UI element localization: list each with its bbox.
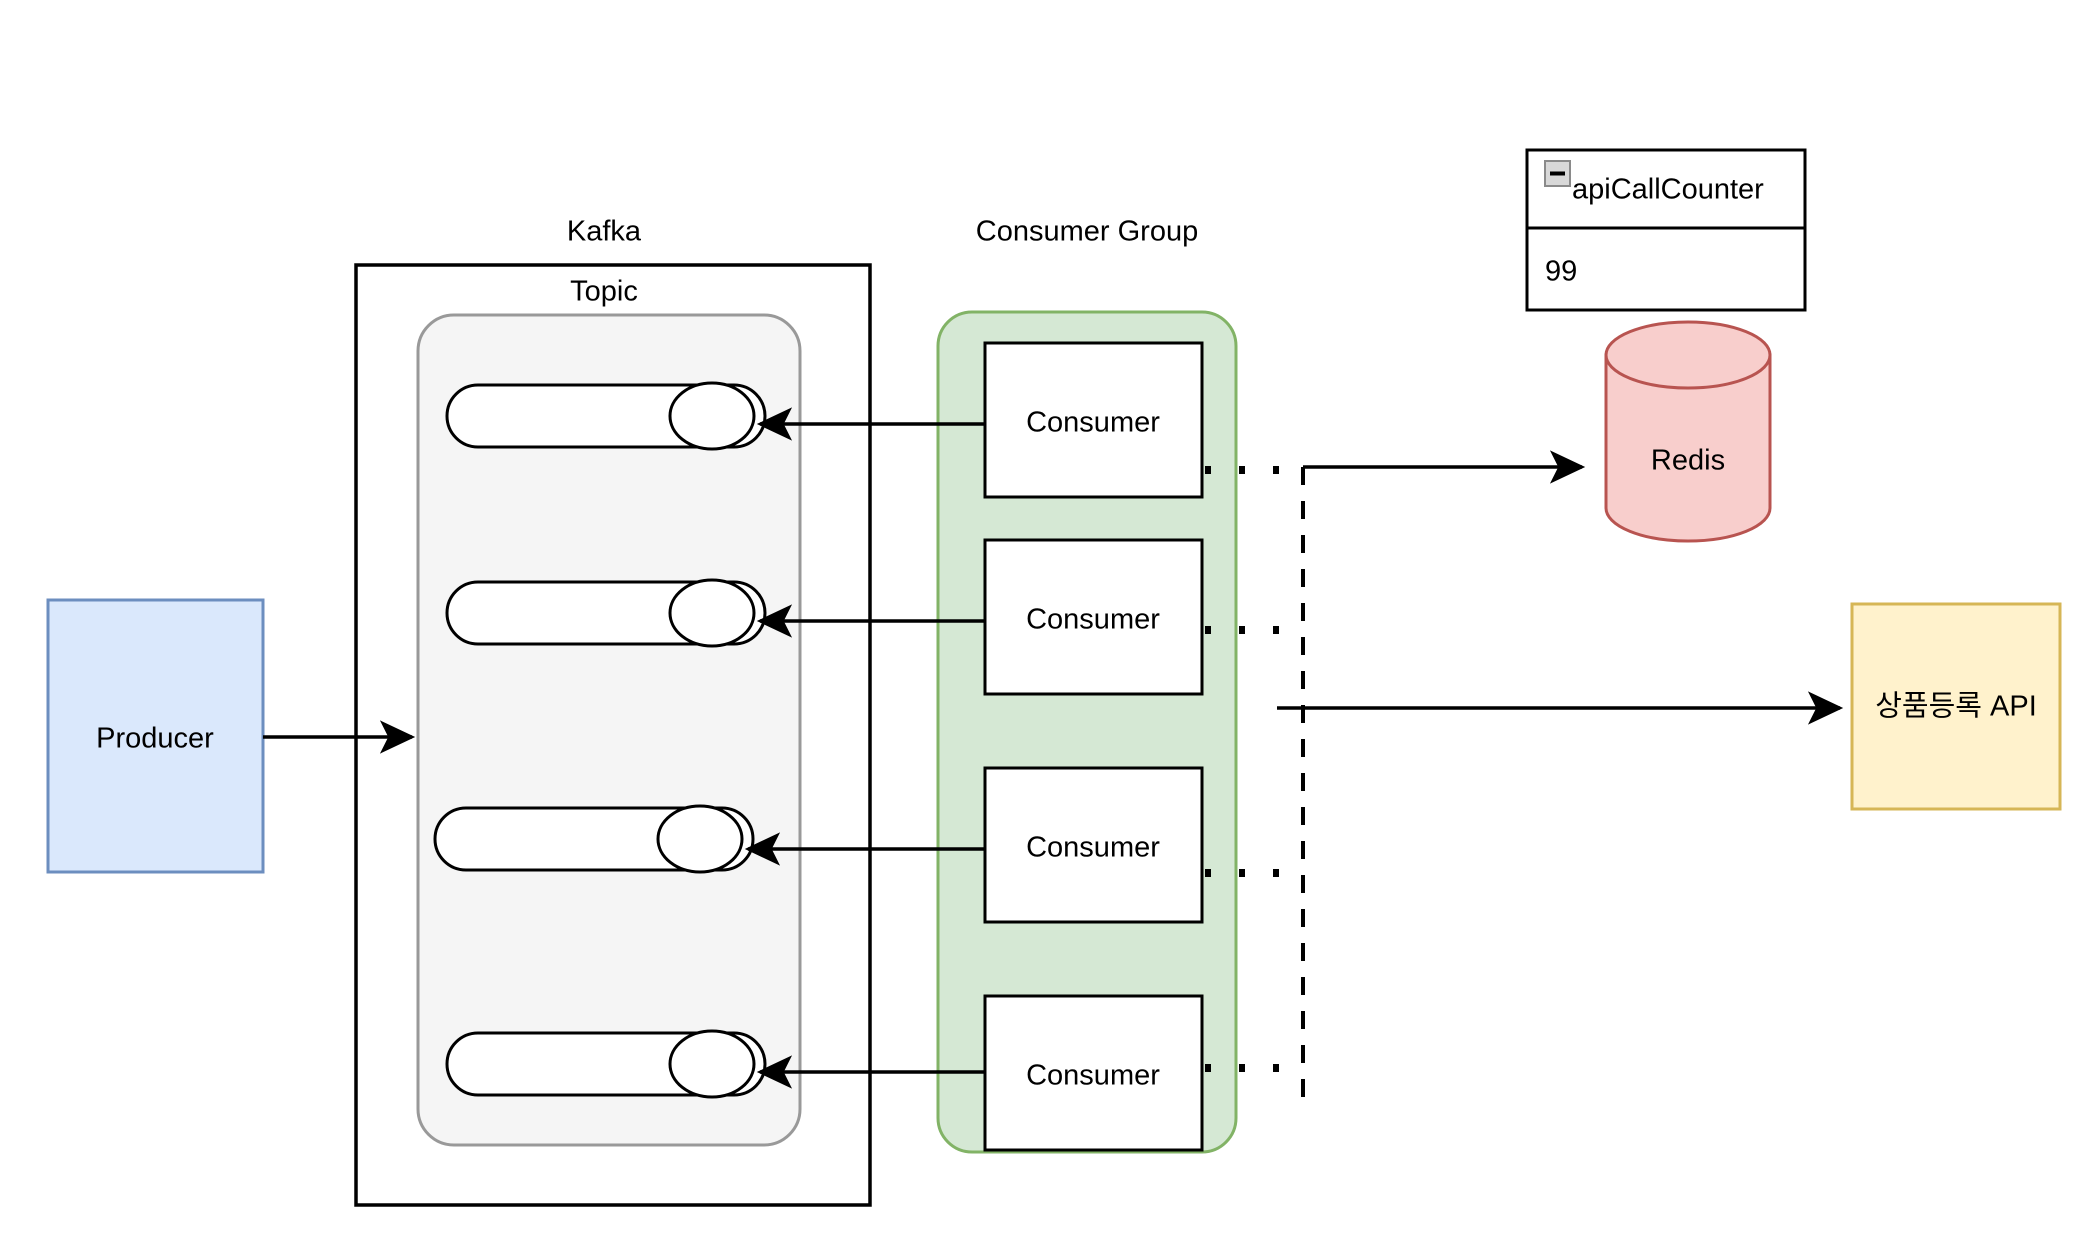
consumer-group-container: Consumer Group bbox=[936, 216, 1238, 1154]
consumer-node-4[interactable]: Consumer bbox=[983, 994, 1204, 1152]
consumer-box[interactable] bbox=[983, 994, 1204, 1152]
topic-container: Topic bbox=[416, 276, 802, 1147]
producer-node[interactable]: Producer bbox=[46, 598, 265, 874]
api-label: 상품등록 API bbox=[1875, 691, 2037, 723]
partition-head bbox=[668, 578, 756, 648]
partition-head bbox=[656, 804, 744, 874]
partition-1 bbox=[445, 381, 767, 451]
partition-4 bbox=[445, 1029, 767, 1099]
kafka-border bbox=[354, 263, 872, 1207]
counter-value: 99 bbox=[1545, 256, 1577, 288]
api-call-counter-node[interactable]: apiCallCounter 99 bbox=[1525, 148, 1807, 312]
consumer-group-border bbox=[936, 310, 1238, 1154]
consumer-box[interactable] bbox=[983, 341, 1204, 499]
redis-node[interactable]: Redis bbox=[1604, 320, 1772, 543]
consumer-node-1[interactable]: Consumer bbox=[983, 341, 1204, 499]
counter-title: apiCallCounter bbox=[1572, 174, 1764, 206]
partition-3 bbox=[433, 804, 755, 874]
consumer-box[interactable] bbox=[983, 538, 1204, 696]
topic-label: Topic bbox=[570, 276, 638, 308]
partition-head bbox=[668, 1029, 756, 1099]
minus-square-icon[interactable] bbox=[1544, 160, 1571, 187]
redis-cylinder-body[interactable] bbox=[1604, 353, 1772, 543]
consumer-node-3[interactable]: Consumer bbox=[983, 766, 1204, 924]
api-node[interactable]: 상품등록 API bbox=[1850, 602, 2062, 811]
consumer-node-2[interactable]: Consumer bbox=[983, 538, 1204, 696]
partition-2 bbox=[445, 578, 767, 648]
kafka-label: Kafka bbox=[567, 216, 642, 248]
topic-border bbox=[416, 313, 802, 1147]
consumer-label: Consumer bbox=[1026, 604, 1160, 636]
redis-label: Redis bbox=[1651, 445, 1725, 477]
producer-label: Producer bbox=[96, 723, 214, 755]
partition-head bbox=[668, 381, 756, 451]
consumer-label: Consumer bbox=[1026, 407, 1160, 439]
consumer-box[interactable] bbox=[983, 766, 1204, 924]
counter-box[interactable] bbox=[1525, 148, 1807, 312]
producer-box[interactable] bbox=[46, 598, 265, 874]
api-box[interactable] bbox=[1850, 602, 2062, 811]
consumer-label: Consumer bbox=[1026, 1060, 1160, 1092]
redis-cylinder-top bbox=[1604, 320, 1772, 390]
consumer-group-label: Consumer Group bbox=[976, 216, 1198, 248]
consumer-label: Consumer bbox=[1026, 832, 1160, 864]
kafka-container: Kafka bbox=[354, 216, 872, 1207]
